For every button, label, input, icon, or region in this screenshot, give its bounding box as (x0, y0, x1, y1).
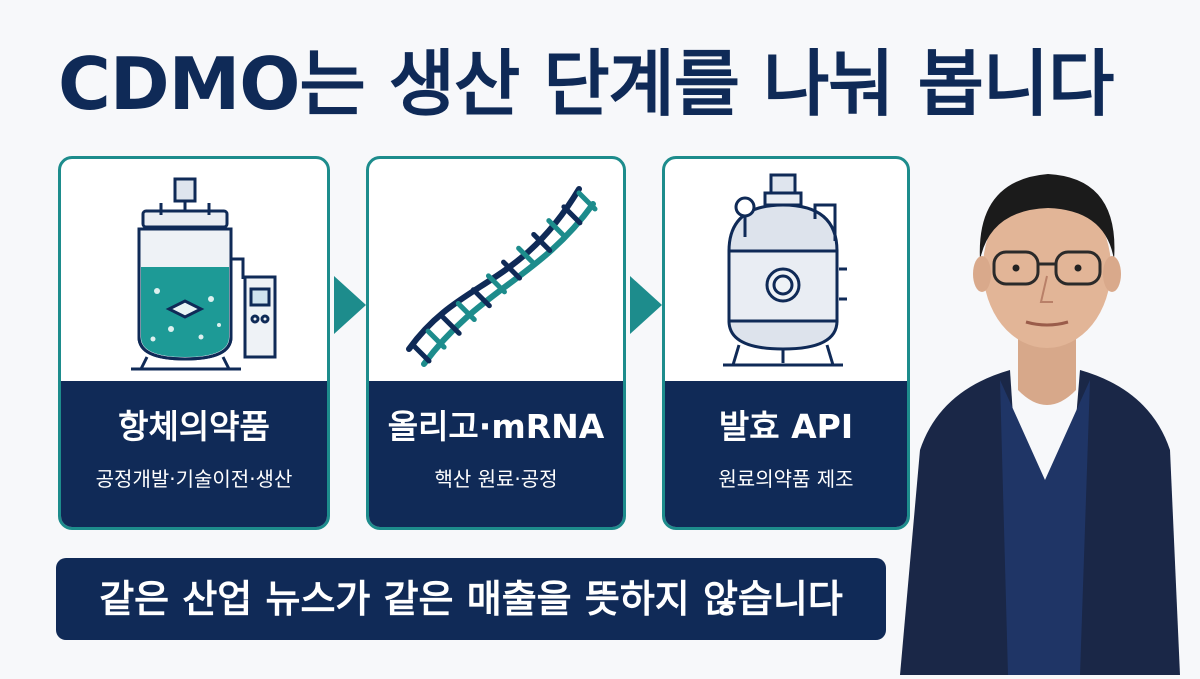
bioreactor-icon (61, 159, 327, 387)
chevron-right-icon (330, 270, 370, 340)
nucleic-acid-helix-icon (369, 159, 623, 387)
card-subtitle: 공정개발·기술이전·생산 (95, 467, 293, 491)
helix-rung (501, 259, 523, 281)
presenter-photo (880, 150, 1200, 675)
helix-rung (516, 245, 538, 267)
card-title: 항체의약품 (118, 407, 270, 446)
bottom-banner: 같은 산업 뉴스가 같은 매출을 뜻하지 않습니다 (56, 558, 886, 640)
helix-rung (485, 273, 507, 295)
helix-rung (440, 314, 462, 336)
card-title: 발효 API (718, 407, 854, 446)
card-title: 올리고·mRNA (387, 407, 605, 446)
card-subtitle: 원료의약품 제조 (718, 467, 854, 491)
helix-rung (576, 190, 598, 212)
card-oligo-mrna: 올리고·mRNA 핵산 원료·공정 (366, 156, 626, 530)
card-label-panel: 항체의약품 공정개발·기술이전·생산 (61, 381, 327, 527)
helix-rung (470, 287, 492, 309)
card-subtitle: 핵산 원료·공정 (434, 467, 558, 491)
card-fermentation-api: 발효 API 원료의약품 제조 (662, 156, 910, 530)
fermentation-tank-icon (665, 159, 907, 387)
card-antibody: 항체의약품 공정개발·기술이전·생산 (58, 156, 330, 530)
card-label-panel: 발효 API 원료의약품 제조 (665, 381, 907, 527)
helix-rung (561, 204, 583, 226)
helix-rung (531, 231, 553, 253)
headline: CDMO는 생산 단계를 나눠 봅니다 (58, 42, 1114, 126)
helix-rung (425, 328, 447, 350)
helix-rung (455, 301, 477, 323)
chevron-right-icon (626, 270, 666, 340)
card-label-panel: 올리고·mRNA 핵산 원료·공정 (369, 381, 623, 527)
helix-rung (546, 218, 568, 240)
helix-rung (410, 342, 432, 364)
